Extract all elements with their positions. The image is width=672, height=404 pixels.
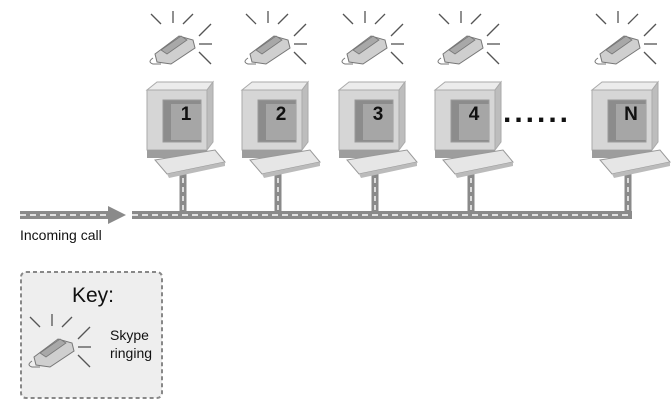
ringing-phone-icon <box>341 10 405 65</box>
ringing-phone-icon <box>149 10 213 65</box>
computer-station: 4 <box>434 10 514 214</box>
ringing-phone-icon <box>594 10 658 65</box>
key-title: Key: <box>72 284 114 307</box>
computer-number: N <box>624 104 638 125</box>
computer-number: 1 <box>181 104 192 125</box>
computer-number: 4 <box>469 104 480 125</box>
computer-number: 3 <box>373 104 384 125</box>
computer-icon <box>591 81 671 179</box>
incoming-arrow <box>20 206 126 224</box>
key-phone-label-line2: ringing <box>110 345 152 361</box>
ringing-phone-icon <box>244 10 308 65</box>
computer-number: 2 <box>276 104 287 125</box>
computer-icon <box>434 81 514 179</box>
computer-icon <box>146 81 226 179</box>
incoming-call-label: Incoming call <box>20 227 102 243</box>
key-phone-label-line1: Skype <box>110 327 149 343</box>
computer-station: N <box>591 10 671 214</box>
computer-icon <box>338 81 418 179</box>
ellipsis: ...... <box>503 96 571 129</box>
key-legend: Key: Skype ringing <box>20 271 163 399</box>
ringing-phone-icon <box>437 10 501 65</box>
computer-icon <box>241 81 321 179</box>
computer-station: 1 <box>146 10 226 214</box>
computer-station: 3 <box>338 10 418 214</box>
computer-station: 2 <box>241 10 321 214</box>
